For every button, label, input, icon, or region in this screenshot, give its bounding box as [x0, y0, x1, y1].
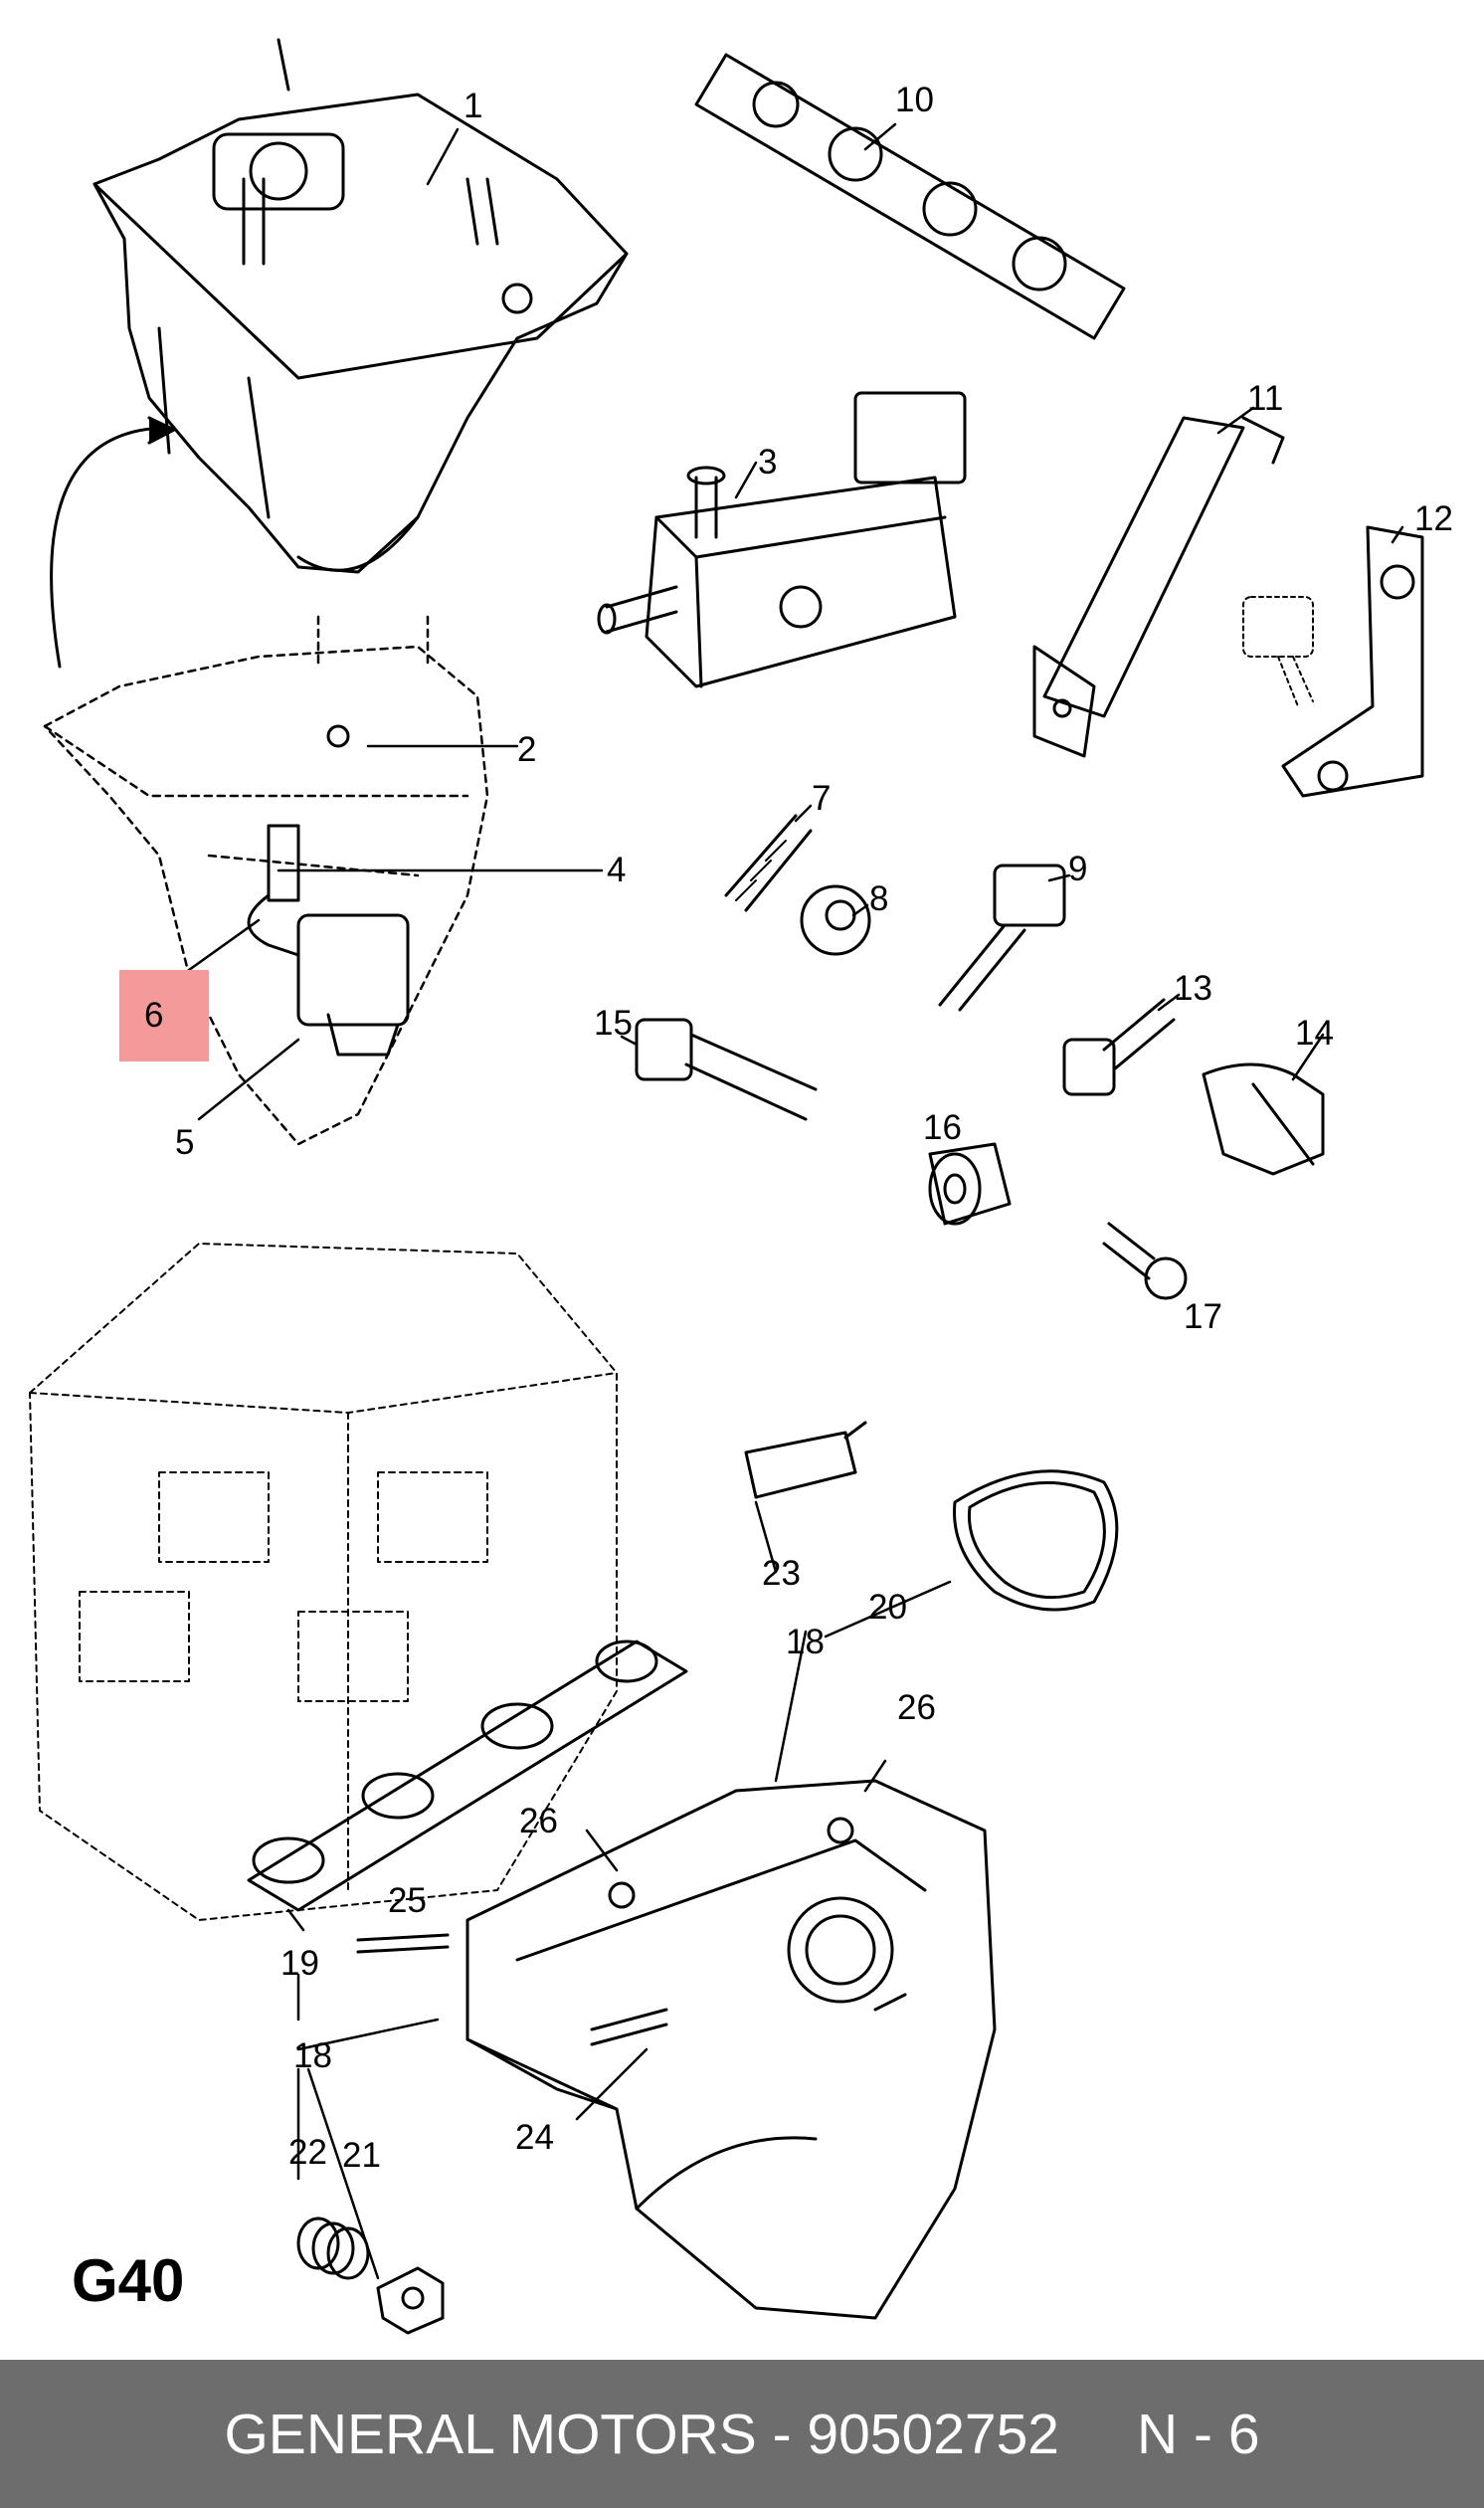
- clip-part: [1202, 1062, 1325, 1176]
- bolt-ghost-part: [1242, 596, 1314, 707]
- bolt-9-part: [938, 864, 1066, 1012]
- callout-25: 25: [388, 1881, 427, 1920]
- footer-bar: GENERAL MOTORS - 90502752 N - 6: [0, 2360, 1484, 2508]
- bolt-15-part: [635, 1018, 818, 1121]
- seal-part: [953, 1469, 1119, 1612]
- callout-15: 15: [594, 1004, 633, 1043]
- leader-lines: [152, 122, 1404, 2280]
- callout-20: 20: [868, 1588, 907, 1627]
- page-code-label: G40: [72, 2247, 185, 2314]
- callout-21: 21: [342, 2136, 381, 2175]
- callout-5: 5: [175, 1123, 194, 1162]
- stud-25-part: [356, 1933, 450, 1954]
- callout-9: 9: [1068, 850, 1087, 888]
- highlighted-part-marker: [119, 970, 209, 1061]
- stud-part: [724, 814, 813, 912]
- callout-18a: 18: [786, 1623, 825, 1661]
- gasket-part: [694, 53, 1126, 340]
- callout-2: 2: [517, 730, 536, 769]
- callout-6: 6: [144, 996, 163, 1035]
- bracket-long-part: [1032, 416, 1285, 758]
- callout-10: 10: [895, 81, 934, 119]
- nut-21-part: [376, 2266, 445, 2335]
- manifold-detail-view: [43, 615, 489, 1146]
- bolt-13-part: [1062, 998, 1176, 1096]
- footer-page-indicator: N - 6: [1137, 2402, 1260, 2466]
- upper-intake-manifold-part: [93, 38, 629, 574]
- callout-7: 7: [812, 779, 831, 818]
- gasket-19-part: [247, 1640, 688, 1912]
- callout-3: 3: [758, 443, 777, 482]
- callout-23: 23: [762, 1554, 801, 1593]
- callout-22: 22: [288, 2133, 327, 2172]
- o-ring-22-part: [296, 2217, 370, 2280]
- callout-18b: 18: [293, 2036, 332, 2075]
- callout-26b: 26: [519, 1802, 558, 1840]
- nut-part: [800, 884, 871, 956]
- callout-17: 17: [1184, 1297, 1222, 1336]
- callout-11: 11: [1247, 379, 1283, 418]
- assembly-arrow: [50, 426, 171, 669]
- callout-24: 24: [515, 2118, 554, 2157]
- callout-14: 14: [1295, 1014, 1334, 1053]
- callout-4: 4: [607, 851, 626, 889]
- callout-26a: 26: [897, 1688, 936, 1727]
- callout-1: 1: [464, 87, 482, 125]
- exploded-parts-diagram: 1 10 3 11 12 2 4 6 5 7 8 9 13 14 15 16 1…: [29, 38, 1453, 2335]
- engine-block-part: [29, 1243, 618, 1921]
- callout-12: 12: [1414, 499, 1453, 538]
- callout-8: 8: [869, 879, 888, 918]
- bushing-part: [928, 1142, 1012, 1226]
- callout-labels: 1 10 3 11 12 2 4 6 5 7 8 9 13 14 15 16 1…: [144, 81, 1453, 2175]
- lower-intake-manifold-part: [465, 1779, 997, 2320]
- bolt-17-part: [1102, 1222, 1188, 1300]
- connector-part: [744, 1421, 867, 1499]
- callout-13: 13: [1174, 969, 1212, 1008]
- solenoid-valve-part: [597, 391, 967, 688]
- callout-16: 16: [923, 1108, 962, 1147]
- footer-brand-part-number: GENERAL MOTORS - 90502752: [224, 2402, 1059, 2466]
- actuator-part: [247, 724, 410, 1057]
- bracket-angle-part: [1281, 525, 1424, 798]
- callout-19: 19: [280, 1944, 319, 1983]
